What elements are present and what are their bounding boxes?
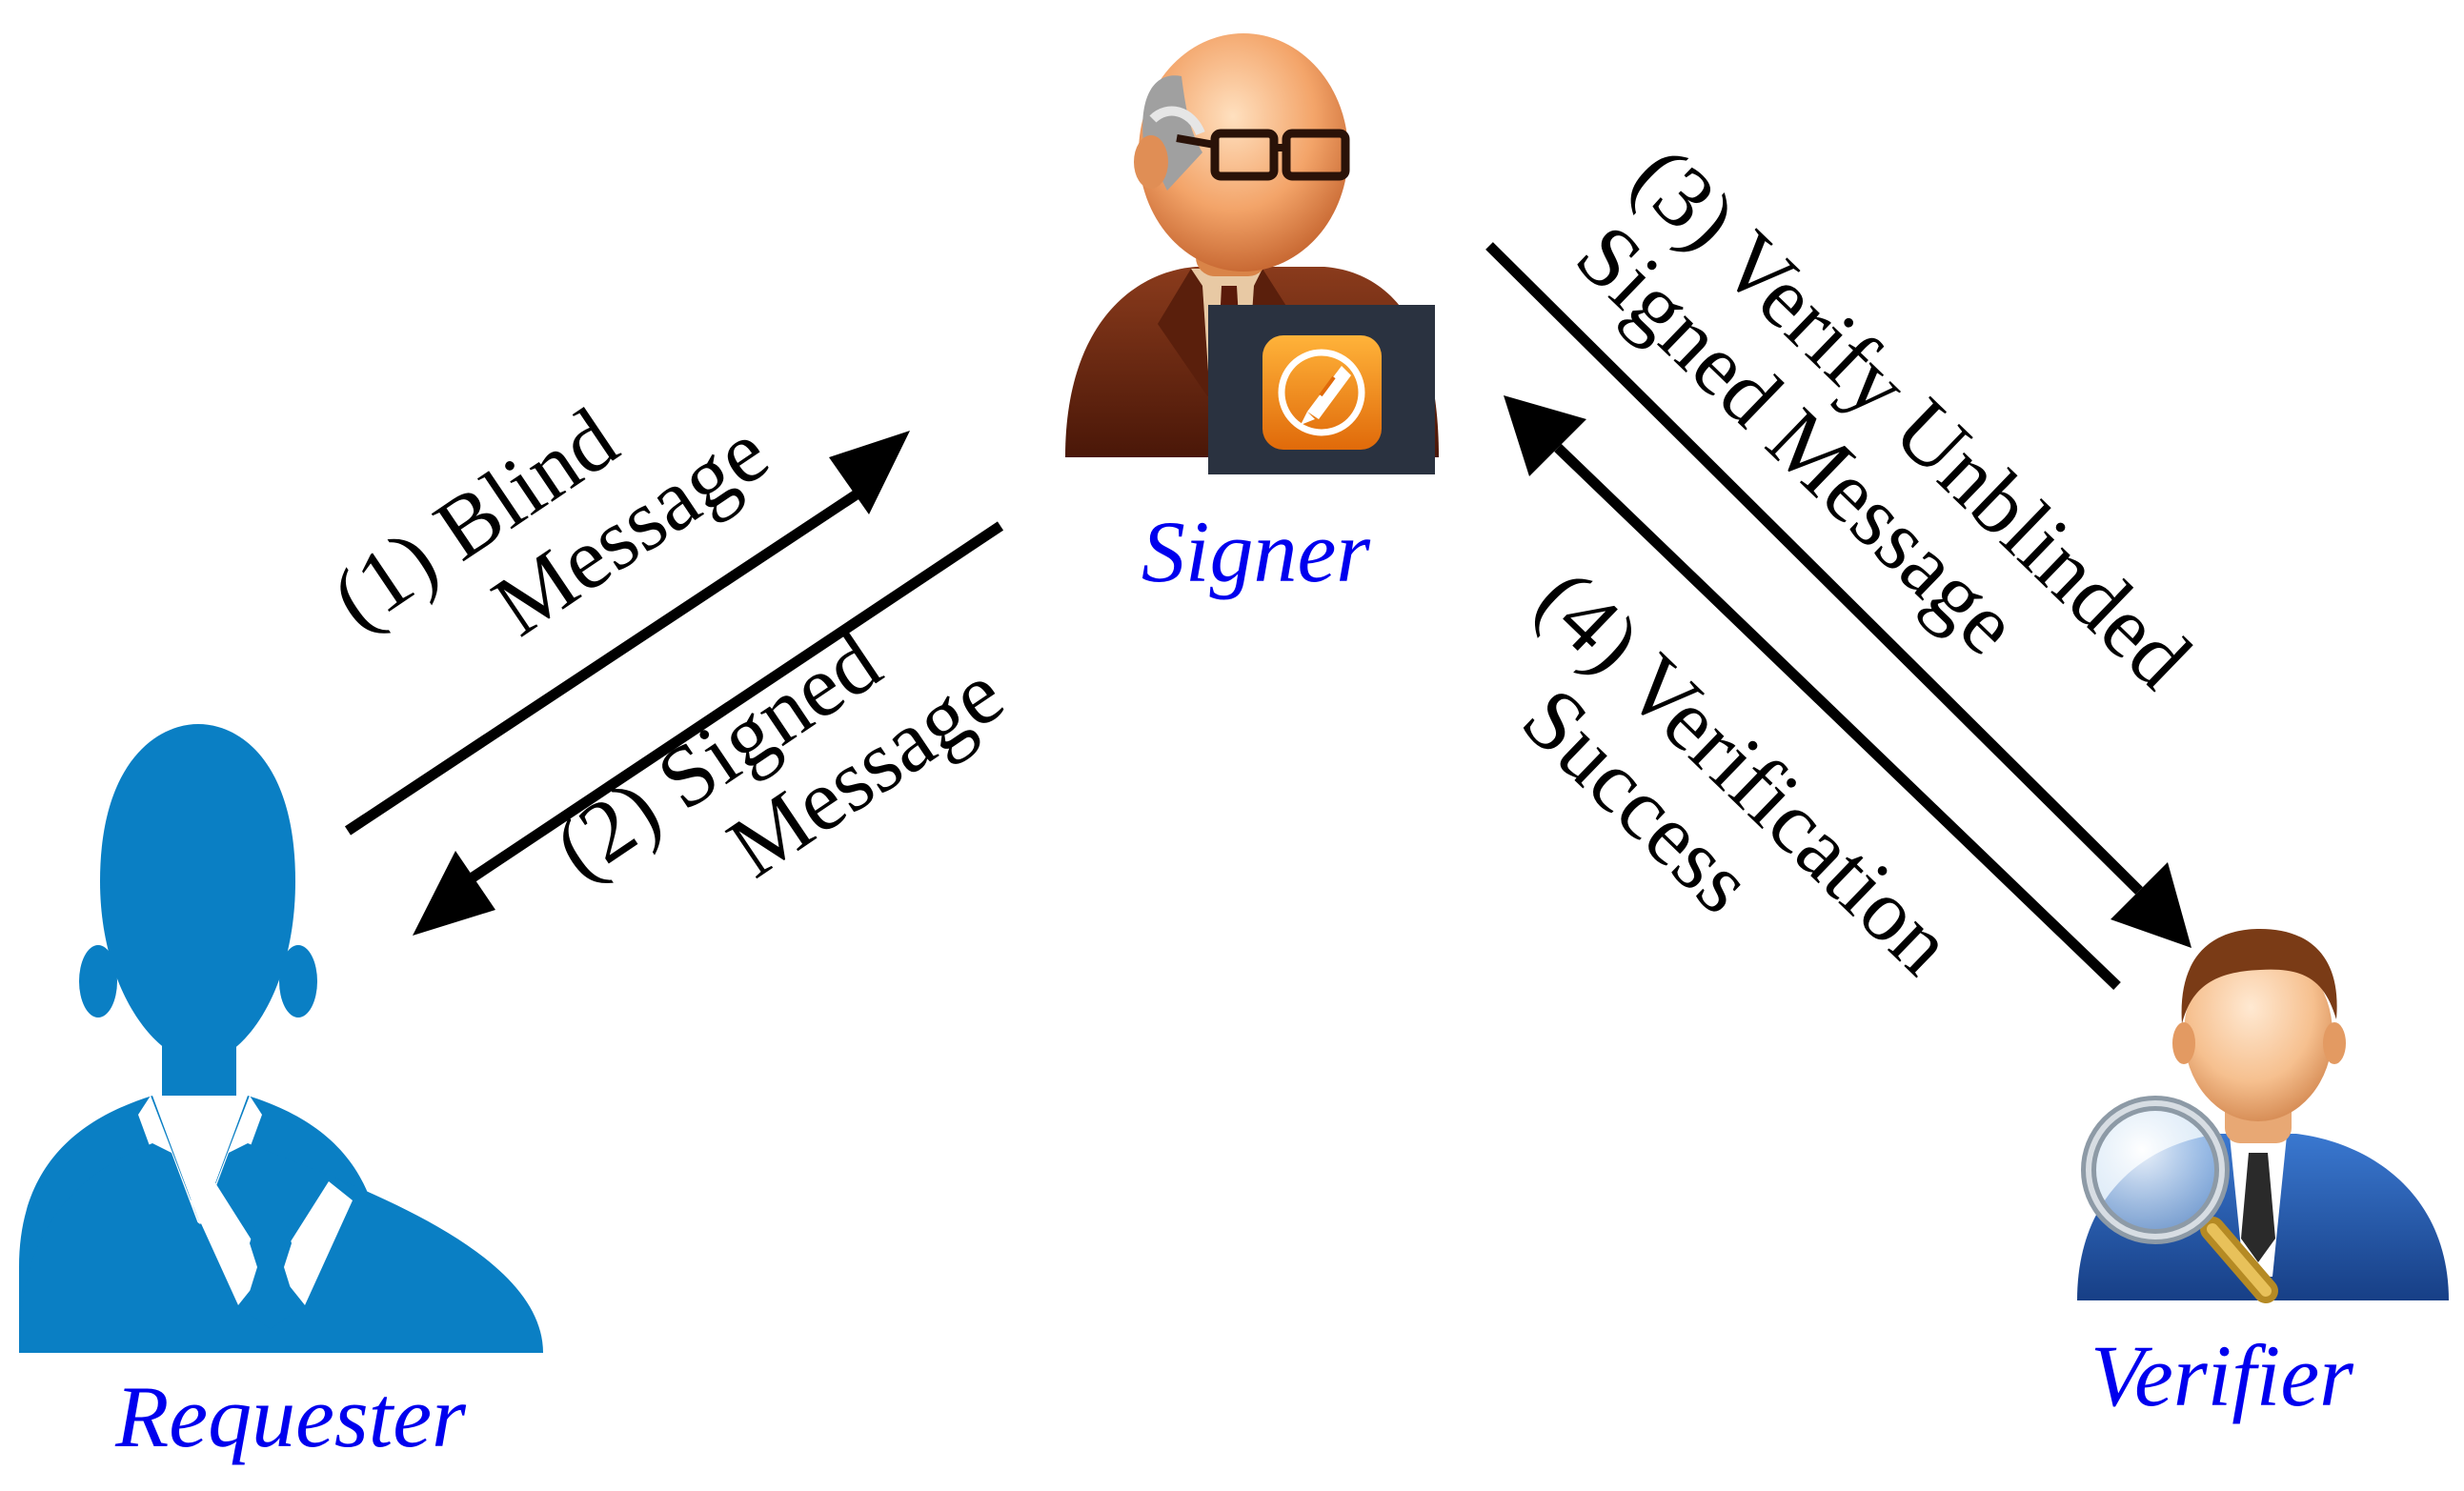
verifier-label: Verifier <box>2090 1327 2354 1424</box>
requester-body-wide <box>19 1143 543 1353</box>
fountain-pen-icon <box>1208 305 1435 474</box>
magnifying-glass-icon <box>2081 1096 2278 1303</box>
requester-label: Requester <box>114 1368 467 1465</box>
arrow-verification-success <box>1504 395 2121 990</box>
arrow-signed-message <box>413 521 1004 936</box>
step-2-label: (2) Signed Message <box>537 612 1020 897</box>
step-4-label: (4) Verification Success <box>1505 551 1972 993</box>
arrow-blind-message <box>344 431 910 836</box>
step-1-label: (1) Blind Message <box>314 389 784 654</box>
signer-label: Signer <box>1141 503 1371 600</box>
arrow-verify-unblinded <box>1485 242 2191 948</box>
step-3-line-1: (3) Verify Unblinded <box>1614 128 2210 707</box>
